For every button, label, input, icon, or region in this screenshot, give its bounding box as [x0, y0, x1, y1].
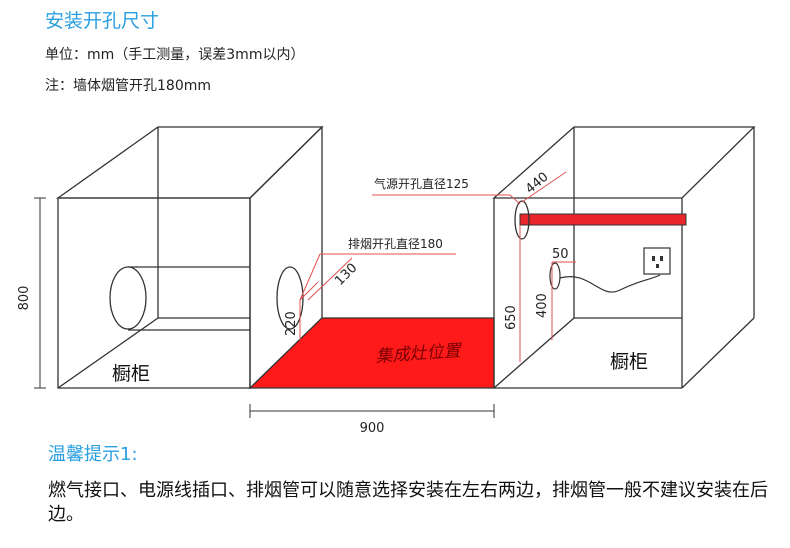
page-title: 安装开孔尺寸 — [45, 10, 160, 32]
tip-title: 温馨提示1: — [48, 444, 138, 465]
left-cabinet-label: 橱柜 — [112, 363, 150, 385]
power-socket — [549, 247, 671, 293]
power-cable — [559, 274, 661, 293]
gas-height-label: 650 — [504, 305, 519, 330]
tip-body: 燃气接口、电源线插口、排烟管可以随意选择安装在左右两边，排烟管一般不建议安装在后… — [48, 480, 768, 525]
flue-pipe — [109, 266, 304, 331]
right-cabinet-inner-bottom — [493, 317, 575, 389]
right-cabinet-side-bottom — [681, 317, 755, 389]
left-cabinet-front — [57, 197, 251, 389]
left-cabinet-top — [55, 126, 324, 199]
socket-offset-label: 50 — [552, 247, 569, 262]
flue-hole-label: 排烟开孔直径180 — [348, 237, 443, 251]
height-dimension-label: 800 — [17, 286, 32, 311]
socket-icon — [643, 247, 671, 275]
width-dimension-label: 900 — [360, 421, 385, 436]
flue-offset-label: 130 — [332, 261, 360, 289]
gas-hole — [514, 200, 530, 240]
dimension-lines — [299, 171, 576, 362]
flue-pipe-end — [109, 266, 147, 330]
right-cabinet-label: 橱柜 — [610, 351, 648, 373]
gas-offset-label: 440 — [523, 170, 552, 197]
outer-dimensions — [34, 197, 495, 418]
wall-note: 注：墙体烟管开孔180mm — [45, 78, 211, 94]
flue-hole — [276, 266, 304, 330]
right-cabinet — [492, 126, 756, 389]
gas-pipe — [514, 200, 687, 240]
power-cable-hole — [549, 262, 561, 290]
flue-height-label: 220 — [284, 311, 299, 336]
left-cabinet — [55, 125, 324, 390]
socket-height-label: 400 — [535, 293, 550, 318]
unit-note: 单位：mm（手工测量，误差3mm以内） — [45, 47, 305, 63]
gas-hole-label: 气源开孔直径125 — [374, 176, 469, 191]
gas-pipe-bar — [519, 213, 687, 226]
